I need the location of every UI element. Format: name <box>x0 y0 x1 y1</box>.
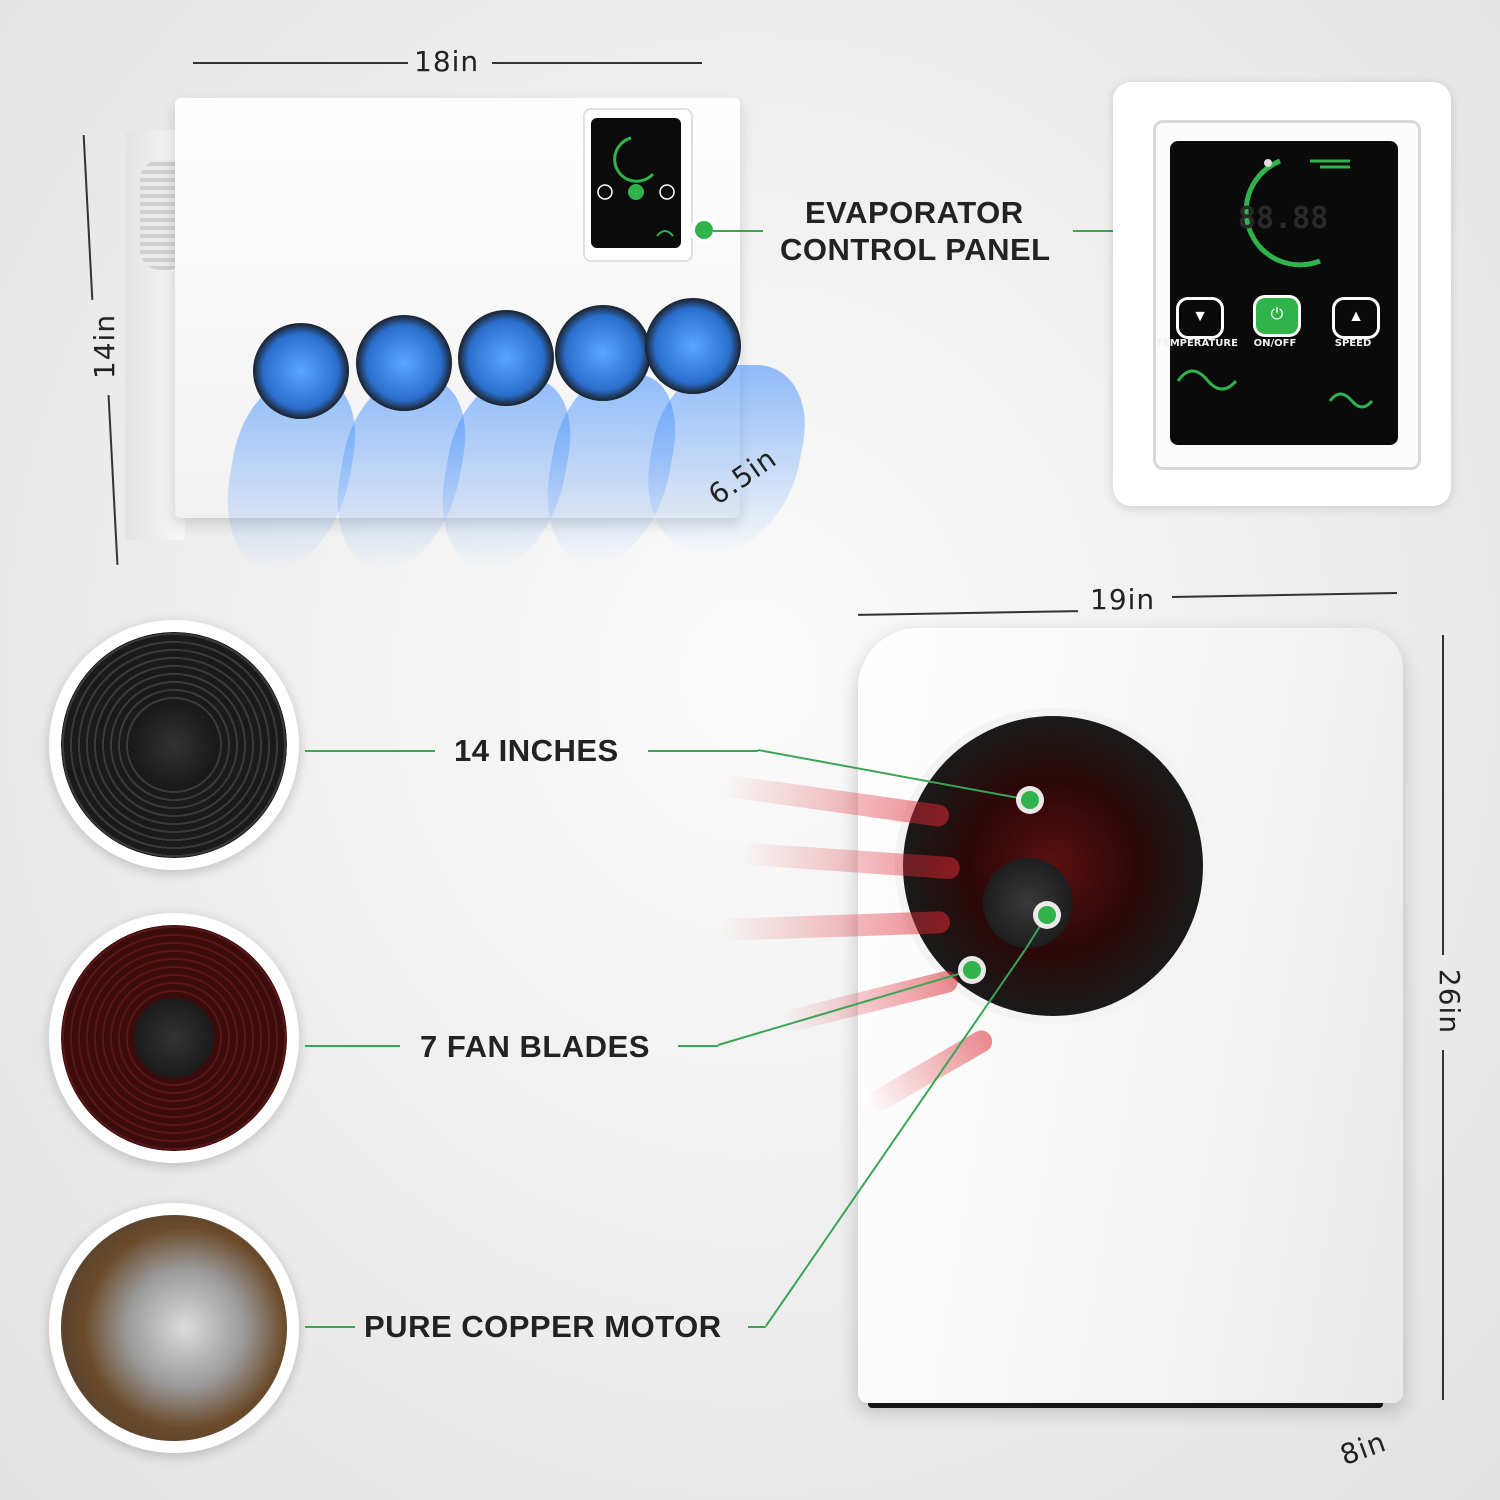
motor-image <box>61 1215 287 1441</box>
callout-control-panel-line2: CONTROL PANEL <box>780 232 1051 267</box>
callout-motor: PURE COPPER MOTOR <box>364 1309 722 1344</box>
callout-line <box>748 1326 766 1328</box>
dimension-cond-width: 19in <box>1090 583 1156 616</box>
callout-line <box>648 750 758 752</box>
blades-image <box>61 925 287 1151</box>
dimension-line <box>1442 1050 1444 1400</box>
temperature-down-button[interactable]: ▼ <box>1176 297 1224 339</box>
air-outlet <box>555 305 651 401</box>
temperature-label: TEMPERATURE <box>1156 338 1238 349</box>
speed-label: SPEED <box>1334 338 1372 349</box>
callout-fan-blades: 7 FAN BLADES <box>420 1029 650 1064</box>
callout-dot <box>695 221 713 239</box>
callout-line <box>713 230 763 232</box>
power-label: ON/OFF <box>1253 338 1297 349</box>
callout-dot <box>1021 791 1039 809</box>
callout-line <box>305 750 435 752</box>
mini-control-panel <box>583 108 693 262</box>
triangle-down-icon: ▼ <box>1192 308 1208 325</box>
power-button[interactable]: ⏻ <box>1253 295 1301 337</box>
air-outlet <box>356 315 452 411</box>
dimension-cond-height: 26in <box>1433 968 1467 1035</box>
triangle-up-icon: ▲ <box>1348 308 1364 325</box>
callout-dot <box>963 961 981 979</box>
control-panel-frame: 88.88 ▼ TEMPERATURE ⏻ ON/OFF ▲ SPEED <box>1113 82 1451 506</box>
callout-line <box>305 1326 355 1328</box>
callout-control-panel-line1: EVAPORATOR <box>805 195 1024 230</box>
callout-fan-size: 14 INCHES <box>454 733 619 768</box>
blades-detail-circle <box>49 913 299 1163</box>
callout-dot <box>1038 906 1056 924</box>
fan-image <box>61 632 287 858</box>
dimension-evap-width: 18in <box>414 45 480 78</box>
dimension-line <box>492 62 702 64</box>
temperature-display: 88.88 <box>1238 201 1329 236</box>
callout-line <box>1073 230 1123 232</box>
panel-display-graphics <box>1176 158 1374 409</box>
mini-panel-screen <box>591 118 681 248</box>
dimension-line <box>1442 635 1444 955</box>
callout-line <box>305 1045 400 1047</box>
speed-up-button[interactable]: ▲ <box>1332 297 1380 339</box>
condenser-fan-hub <box>983 858 1073 948</box>
dimension-line <box>193 62 408 64</box>
control-panel-bezel: 88.88 ▼ TEMPERATURE ⏻ ON/OFF ▲ SPEED <box>1153 120 1421 470</box>
air-outlet <box>458 310 554 406</box>
callout-line <box>678 1045 718 1047</box>
power-icon: ⏻ <box>1270 306 1284 323</box>
fan-detail-circle <box>49 620 299 870</box>
motor-detail-circle <box>49 1203 299 1453</box>
control-panel-screen: 88.88 ▼ TEMPERATURE ⏻ ON/OFF ▲ SPEED <box>1156 141 1398 445</box>
air-outlet <box>253 323 349 419</box>
air-outlet <box>645 298 741 394</box>
mini-panel-graphics <box>597 136 675 237</box>
